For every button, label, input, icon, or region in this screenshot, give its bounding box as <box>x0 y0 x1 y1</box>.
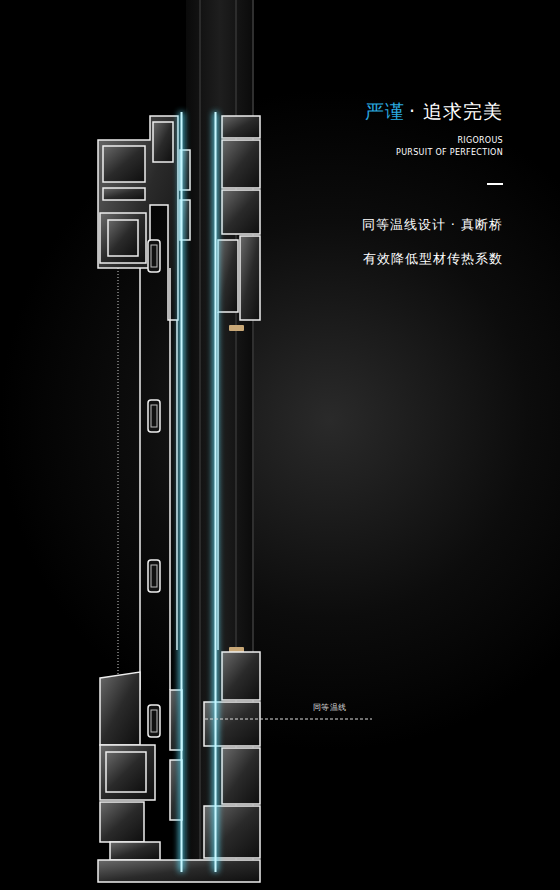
subtitle-line: RIGOROUS <box>457 136 503 146</box>
bottom-profile <box>110 842 160 860</box>
screen-mesh <box>117 205 119 680</box>
divider-line <box>487 183 503 185</box>
glazing-bead-inner <box>151 245 157 267</box>
glazing-bead <box>148 240 160 737</box>
glass-pane <box>200 0 201 872</box>
top-profile <box>153 122 173 162</box>
feature-text: 有效降低型材传热系数 <box>363 251 503 267</box>
top-profile <box>218 240 238 312</box>
bottom-profile <box>106 752 146 792</box>
bottom-profile <box>100 672 140 745</box>
subtitle-line: PURSUIT OF PERFECTION <box>396 148 503 158</box>
glazing-bead <box>148 400 160 432</box>
sash-stile <box>139 268 141 690</box>
top-profile <box>240 236 260 320</box>
divider-line <box>487 184 503 185</box>
glazing-bead-inner <box>151 710 157 732</box>
glazing-bead <box>148 560 160 592</box>
glass-line <box>179 112 184 872</box>
callout-label: 同等温线 <box>313 703 346 713</box>
title-text: · 追求完美 <box>409 100 503 123</box>
glass-line <box>215 112 217 872</box>
top-profile <box>103 146 145 182</box>
top-profile <box>103 188 145 200</box>
leader-line <box>205 719 372 720</box>
glazing-bead <box>148 705 160 737</box>
top-profile <box>222 116 260 138</box>
glass-spacer <box>229 325 244 331</box>
bottom-profile <box>204 806 260 858</box>
bottom-profile <box>100 802 144 842</box>
sash-stile <box>176 320 178 650</box>
glazing-bead-inner <box>151 405 157 427</box>
glass-line <box>179 112 218 872</box>
top-profile <box>100 213 146 263</box>
glazing-bead-inner <box>151 565 157 587</box>
glass-line <box>181 112 183 872</box>
top-profile <box>222 190 260 234</box>
glazing-bead-inner <box>151 245 157 732</box>
bottom-profile <box>222 748 260 804</box>
top-profile <box>222 140 260 188</box>
screen-mesh <box>118 205 119 680</box>
feature-text: 同等温线设计 · 真断桥 <box>362 217 503 233</box>
glazing-bead <box>148 240 160 272</box>
bottom-profile <box>100 745 155 800</box>
glass-line <box>213 112 218 872</box>
top-profile <box>108 220 138 256</box>
sash-stile <box>169 268 171 690</box>
title-accent: 严谨 <box>365 100 405 123</box>
leader-line <box>205 719 372 720</box>
bottom-profile <box>204 702 260 746</box>
bottom-profile <box>222 652 260 700</box>
top-profile <box>98 116 178 320</box>
